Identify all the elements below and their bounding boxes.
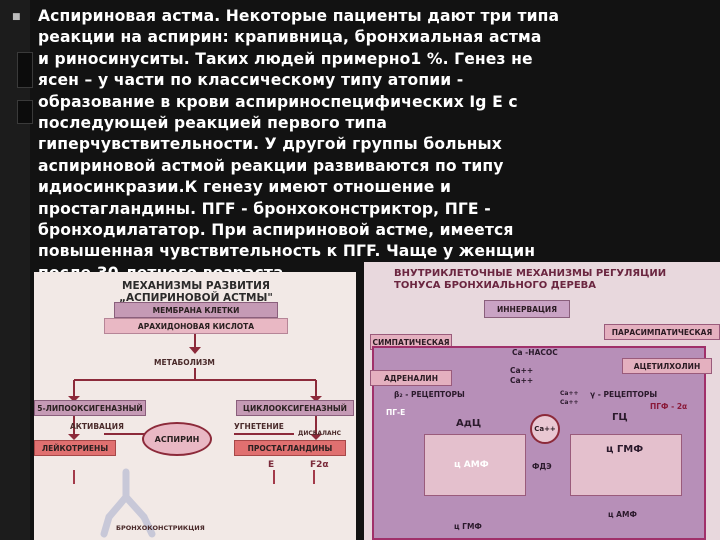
- cgmp-label: ц ГМФ: [606, 444, 643, 455]
- acetylcholine-box: АЦЕТИЛХОЛИН: [622, 358, 712, 374]
- diagram-title-line: ВНУТРИКЛЕТОЧНЫЕ МЕХАНИЗМЫ РЕГУЛЯЦИИ: [394, 268, 714, 280]
- camp-label: ц АМФ: [454, 460, 489, 470]
- activation-label: АКТИВАЦИЯ: [70, 422, 124, 431]
- bronchoconstriction-label: БРОНХОКОНСТРИКЦИЯ: [116, 524, 205, 532]
- lipoxygenase-box: 5-ЛИПООКСИГЕНАЗНЫЙ: [34, 400, 146, 416]
- leukotrienes-box: ЛЕЙКОТРИЕНЫ: [34, 440, 116, 456]
- pge-label: ПГ-Е: [386, 408, 405, 417]
- beta-receptors-label: β₂ - РЕЦЕПТОРЫ: [394, 390, 465, 399]
- ca-small-label: Ca++: [560, 399, 579, 406]
- pde-label: ФДЭ: [532, 462, 552, 471]
- membrane-box: МЕМБРАНА КЛЕТКИ: [114, 302, 278, 318]
- inhibition-label: УГНЕТЕНИЕ: [234, 422, 284, 431]
- ca-center-circle: Ca++: [530, 414, 560, 444]
- cyclooxygenase-box: ЦИКЛООКСИГЕНАЗНЫЙ: [236, 400, 354, 416]
- metabolism-label: МЕТАБОЛИЗМ: [154, 358, 215, 367]
- aspirin-oval: АСПИРИН: [142, 422, 212, 456]
- innervation-box: ИННЕРВАЦИЯ: [484, 300, 570, 318]
- camp-bottom-label: ц АМФ: [608, 510, 637, 519]
- bullet-square-icon: ■: [12, 12, 20, 20]
- f2a-label: F2α: [310, 460, 329, 470]
- paragraph-line: аспириновой астмой реакции развиваются п…: [38, 156, 714, 177]
- slide-marker: [17, 52, 33, 88]
- paragraph-line: бронходилататор. При аспириновой астме, …: [38, 220, 714, 241]
- diagram-title-line: ТОНУСА БРОНХИАЛЬНОГО ДЕРЕВА: [394, 280, 714, 292]
- bronchial-tone-regulation-diagram: ВНУТРИКЛЕТОЧНЫЕ МЕХАНИЗМЫ РЕГУЛЯЦИИ ТОНУ…: [364, 262, 720, 540]
- paragraph-line: идиосинкразии.К генезу имеют отношение и: [38, 177, 714, 198]
- paragraph-line: реакции на аспирин: крапивница, бронхиал…: [38, 27, 714, 48]
- paragraph-line: и риносинуситы. Таких людей примерно1 %.…: [38, 49, 714, 70]
- paragraph-line: образование в крови аспириноспецифически…: [38, 92, 714, 113]
- ca-label: Ca++: [510, 366, 533, 375]
- adc-label: АдЦ: [456, 418, 481, 429]
- paragraph-line: простагландины. ПГF - бронхоконстриктор,…: [38, 199, 714, 220]
- paragraph-line: последующей реакцией первого типа: [38, 113, 714, 134]
- adrenaline-box: АДРЕНАЛИН: [370, 370, 452, 386]
- prostaglandins-box: ПРОСТАГЛАНДИНЫ: [234, 440, 346, 456]
- paragraph-line: гиперчувствительности. У другой группы б…: [38, 134, 714, 155]
- parasympathetic-box: ПАРАСИМПАТИЧЕСКАЯ: [604, 324, 720, 340]
- ca-label: Ca++: [510, 376, 533, 385]
- aspirin-asthma-diagram: МЕХАНИЗМЫ РАЗВИТИЯ „АСПИРИНОВОЙ АСТМЫ" М…: [34, 272, 356, 540]
- ca-small-label: Ca++: [560, 390, 579, 397]
- diagram-title: МЕХАНИЗМЫ РАЗВИТИЯ „АСПИРИНОВОЙ АСТМЫ": [66, 280, 326, 304]
- gamma-receptors-label: γ - РЕЦЕПТОРЫ: [590, 390, 657, 399]
- paragraph-line: повышенная чувствительность к ПГF. Чаще …: [38, 241, 714, 262]
- e-label: E: [268, 460, 274, 470]
- gc-label: ГЦ: [612, 412, 628, 423]
- arachidonic-acid-box: АРАХИДОНОВАЯ КИСЛОТА: [104, 318, 288, 334]
- slide-marker: [17, 100, 33, 124]
- diagram-title-line: МЕХАНИЗМЫ РАЗВИТИЯ: [66, 280, 326, 292]
- main-paragraph: Аспириновая астма. Некоторые пациенты да…: [38, 6, 714, 284]
- pgf-label: ПГФ - 2α: [650, 402, 687, 411]
- paragraph-line: Аспириновая астма. Некоторые пациенты да…: [38, 6, 714, 27]
- paragraph-line: ясен – у части по классическому типу ато…: [38, 70, 714, 91]
- imbalance-label: ДИСБАЛАНС: [298, 430, 341, 437]
- diagram-title: ВНУТРИКЛЕТОЧНЫЕ МЕХАНИЗМЫ РЕГУЛЯЦИИ ТОНУ…: [394, 268, 714, 292]
- ca-pump-label: Ca -НАСОС: [512, 348, 558, 357]
- cgmp-bottom-label: ц ГМФ: [454, 522, 482, 531]
